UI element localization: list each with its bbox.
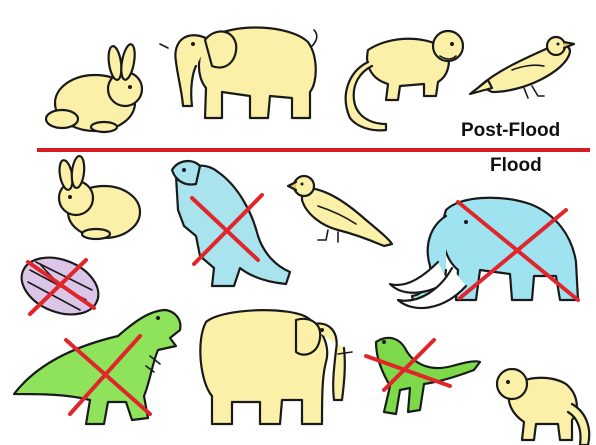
flood-bird-icon (288, 176, 392, 246)
flood-monkey-icon (497, 369, 589, 445)
flood-small-dinosaur-icon (376, 338, 480, 414)
post-flood-rabbit-icon (46, 43, 142, 132)
flood-rabbit-icon (57, 155, 140, 239)
flood-elephant-icon (200, 310, 352, 424)
post-flood-elephant-icon (160, 27, 317, 118)
flood-mammoth-icon (390, 198, 578, 308)
post-flood-monkey-icon (346, 31, 463, 130)
post-flood-label: Post-Flood (461, 121, 560, 140)
flood-label: Flood (490, 156, 542, 175)
flood-bear-icon (172, 161, 290, 286)
post-flood-bird-icon (470, 37, 574, 98)
